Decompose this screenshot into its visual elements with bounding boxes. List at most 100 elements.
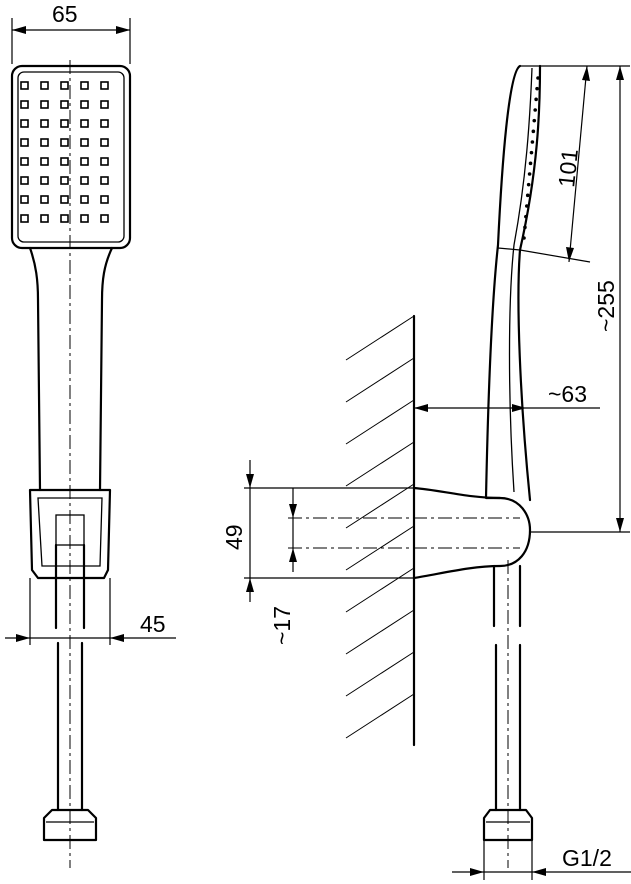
side-nozzle-dot <box>525 204 529 208</box>
dim-101-label: 101 <box>553 148 583 189</box>
spray-nozzle <box>40 81 49 90</box>
dim-45-arrow-left <box>16 634 30 642</box>
handle-outline <box>28 246 114 492</box>
wall-hatch <box>345 315 415 739</box>
dim-17-arrow-bottom <box>289 548 297 562</box>
side-nozzle-dot <box>526 182 531 187</box>
spray-nozzle <box>60 214 69 223</box>
spray-nozzle <box>100 195 109 204</box>
dim-65-arrow-right <box>116 26 130 34</box>
hatch-line <box>345 693 415 739</box>
spray-nozzle <box>60 81 69 90</box>
shower-head-outline <box>10 64 132 250</box>
hatch-line <box>345 441 415 487</box>
spray-face-end <box>497 247 521 251</box>
spray-nozzle <box>100 138 109 147</box>
spray-nozzle <box>20 195 29 204</box>
bracket-outline <box>28 488 112 580</box>
hose-nut <box>42 808 98 842</box>
spray-nozzle <box>20 100 29 109</box>
dim-65-arrow-left <box>12 26 26 34</box>
dim-17-label: ~17 <box>269 606 295 645</box>
side-nozzle-dot <box>533 108 537 112</box>
dim-g12-arrow-left <box>470 868 484 876</box>
dim-17-arrow-top <box>289 504 297 518</box>
side-nozzle-dot <box>530 140 535 144</box>
spray-nozzle <box>40 195 49 204</box>
shower-head-inner-face <box>17 71 125 243</box>
spray-nozzle <box>100 176 109 185</box>
front-view: 65 45 <box>5 1 176 868</box>
hose-side-lower <box>494 643 522 812</box>
spray-nozzle <box>80 176 89 185</box>
side-nozzle-dot <box>531 129 536 134</box>
spray-nozzle <box>60 176 69 185</box>
spray-nozzle <box>20 119 29 128</box>
hatch-line <box>345 651 415 697</box>
spray-nozzle <box>40 119 49 128</box>
handle-side-inner <box>508 67 533 493</box>
hatch-line <box>345 315 415 361</box>
dim-g12-arrow-right <box>532 868 546 876</box>
spray-nozzle <box>100 119 109 128</box>
spray-nozzle <box>60 119 69 128</box>
spray-nozzle <box>100 100 109 109</box>
dim-101-line <box>568 65 588 263</box>
dim-255-label: ~255 <box>593 280 619 332</box>
side-nozzle-dot <box>528 161 533 166</box>
side-view: 101 ~255 ~63 49 ~17 G1/2 <box>221 64 631 880</box>
spray-nozzle <box>60 157 69 166</box>
spray-nozzle <box>20 214 29 223</box>
hose-side-upper <box>492 564 522 628</box>
dim-49-label: 49 <box>221 524 247 550</box>
dim-101-ext-bottom <box>519 249 591 263</box>
spray-nozzle <box>80 157 89 166</box>
spray-nozzle <box>40 157 49 166</box>
dim-45-arrow-right <box>110 634 124 642</box>
dim-63-arrow-left <box>414 404 428 412</box>
hatch-line <box>345 567 415 613</box>
spray-nozzle <box>60 195 69 204</box>
dim-49-arrow-top <box>246 474 254 488</box>
spray-nozzle <box>20 176 29 185</box>
spray-nozzle <box>80 100 89 109</box>
spray-nozzle <box>100 81 109 90</box>
hatch-line <box>345 483 415 529</box>
dim-63-label: ~63 <box>548 381 587 407</box>
spray-nozzle <box>80 195 89 204</box>
hatch-line <box>345 609 415 655</box>
spray-nozzle <box>20 81 29 90</box>
side-nozzle-dot <box>522 236 526 240</box>
dim-49-arrow-bottom <box>246 578 254 592</box>
dim-255-arrow-top <box>616 66 624 80</box>
side-nozzle-dot <box>527 172 532 176</box>
side-nozzle-dot <box>525 193 530 198</box>
spray-nozzle <box>60 100 69 109</box>
spray-nozzle <box>40 138 49 147</box>
bracket-hose-slot <box>55 514 85 546</box>
side-nozzle-dot <box>529 150 534 155</box>
side-nozzle-dot <box>536 76 540 80</box>
side-nozzle-dot <box>524 214 528 219</box>
side-nozzle-dot <box>534 97 538 102</box>
spray-nozzle <box>80 214 89 223</box>
nozzle-grid <box>20 81 109 223</box>
wall-holder <box>412 486 532 580</box>
bracket-inner <box>37 497 103 567</box>
hatch-line <box>345 525 415 571</box>
spray-nozzle <box>100 157 109 166</box>
hatch-line <box>345 399 415 445</box>
dim-45-label: 45 <box>140 611 166 637</box>
dim-63-arrow-right <box>512 404 526 412</box>
dim-101-arrow-top <box>582 66 590 81</box>
side-nozzle-dot <box>532 118 537 123</box>
side-nozzles <box>522 76 540 240</box>
dim-101-arrow-bottom <box>566 247 574 262</box>
spray-nozzle <box>20 157 29 166</box>
spray-nozzle <box>40 214 49 223</box>
spray-nozzle <box>80 138 89 147</box>
spray-nozzle <box>80 81 89 90</box>
spray-nozzle <box>80 119 89 128</box>
spray-nozzle <box>40 176 49 185</box>
